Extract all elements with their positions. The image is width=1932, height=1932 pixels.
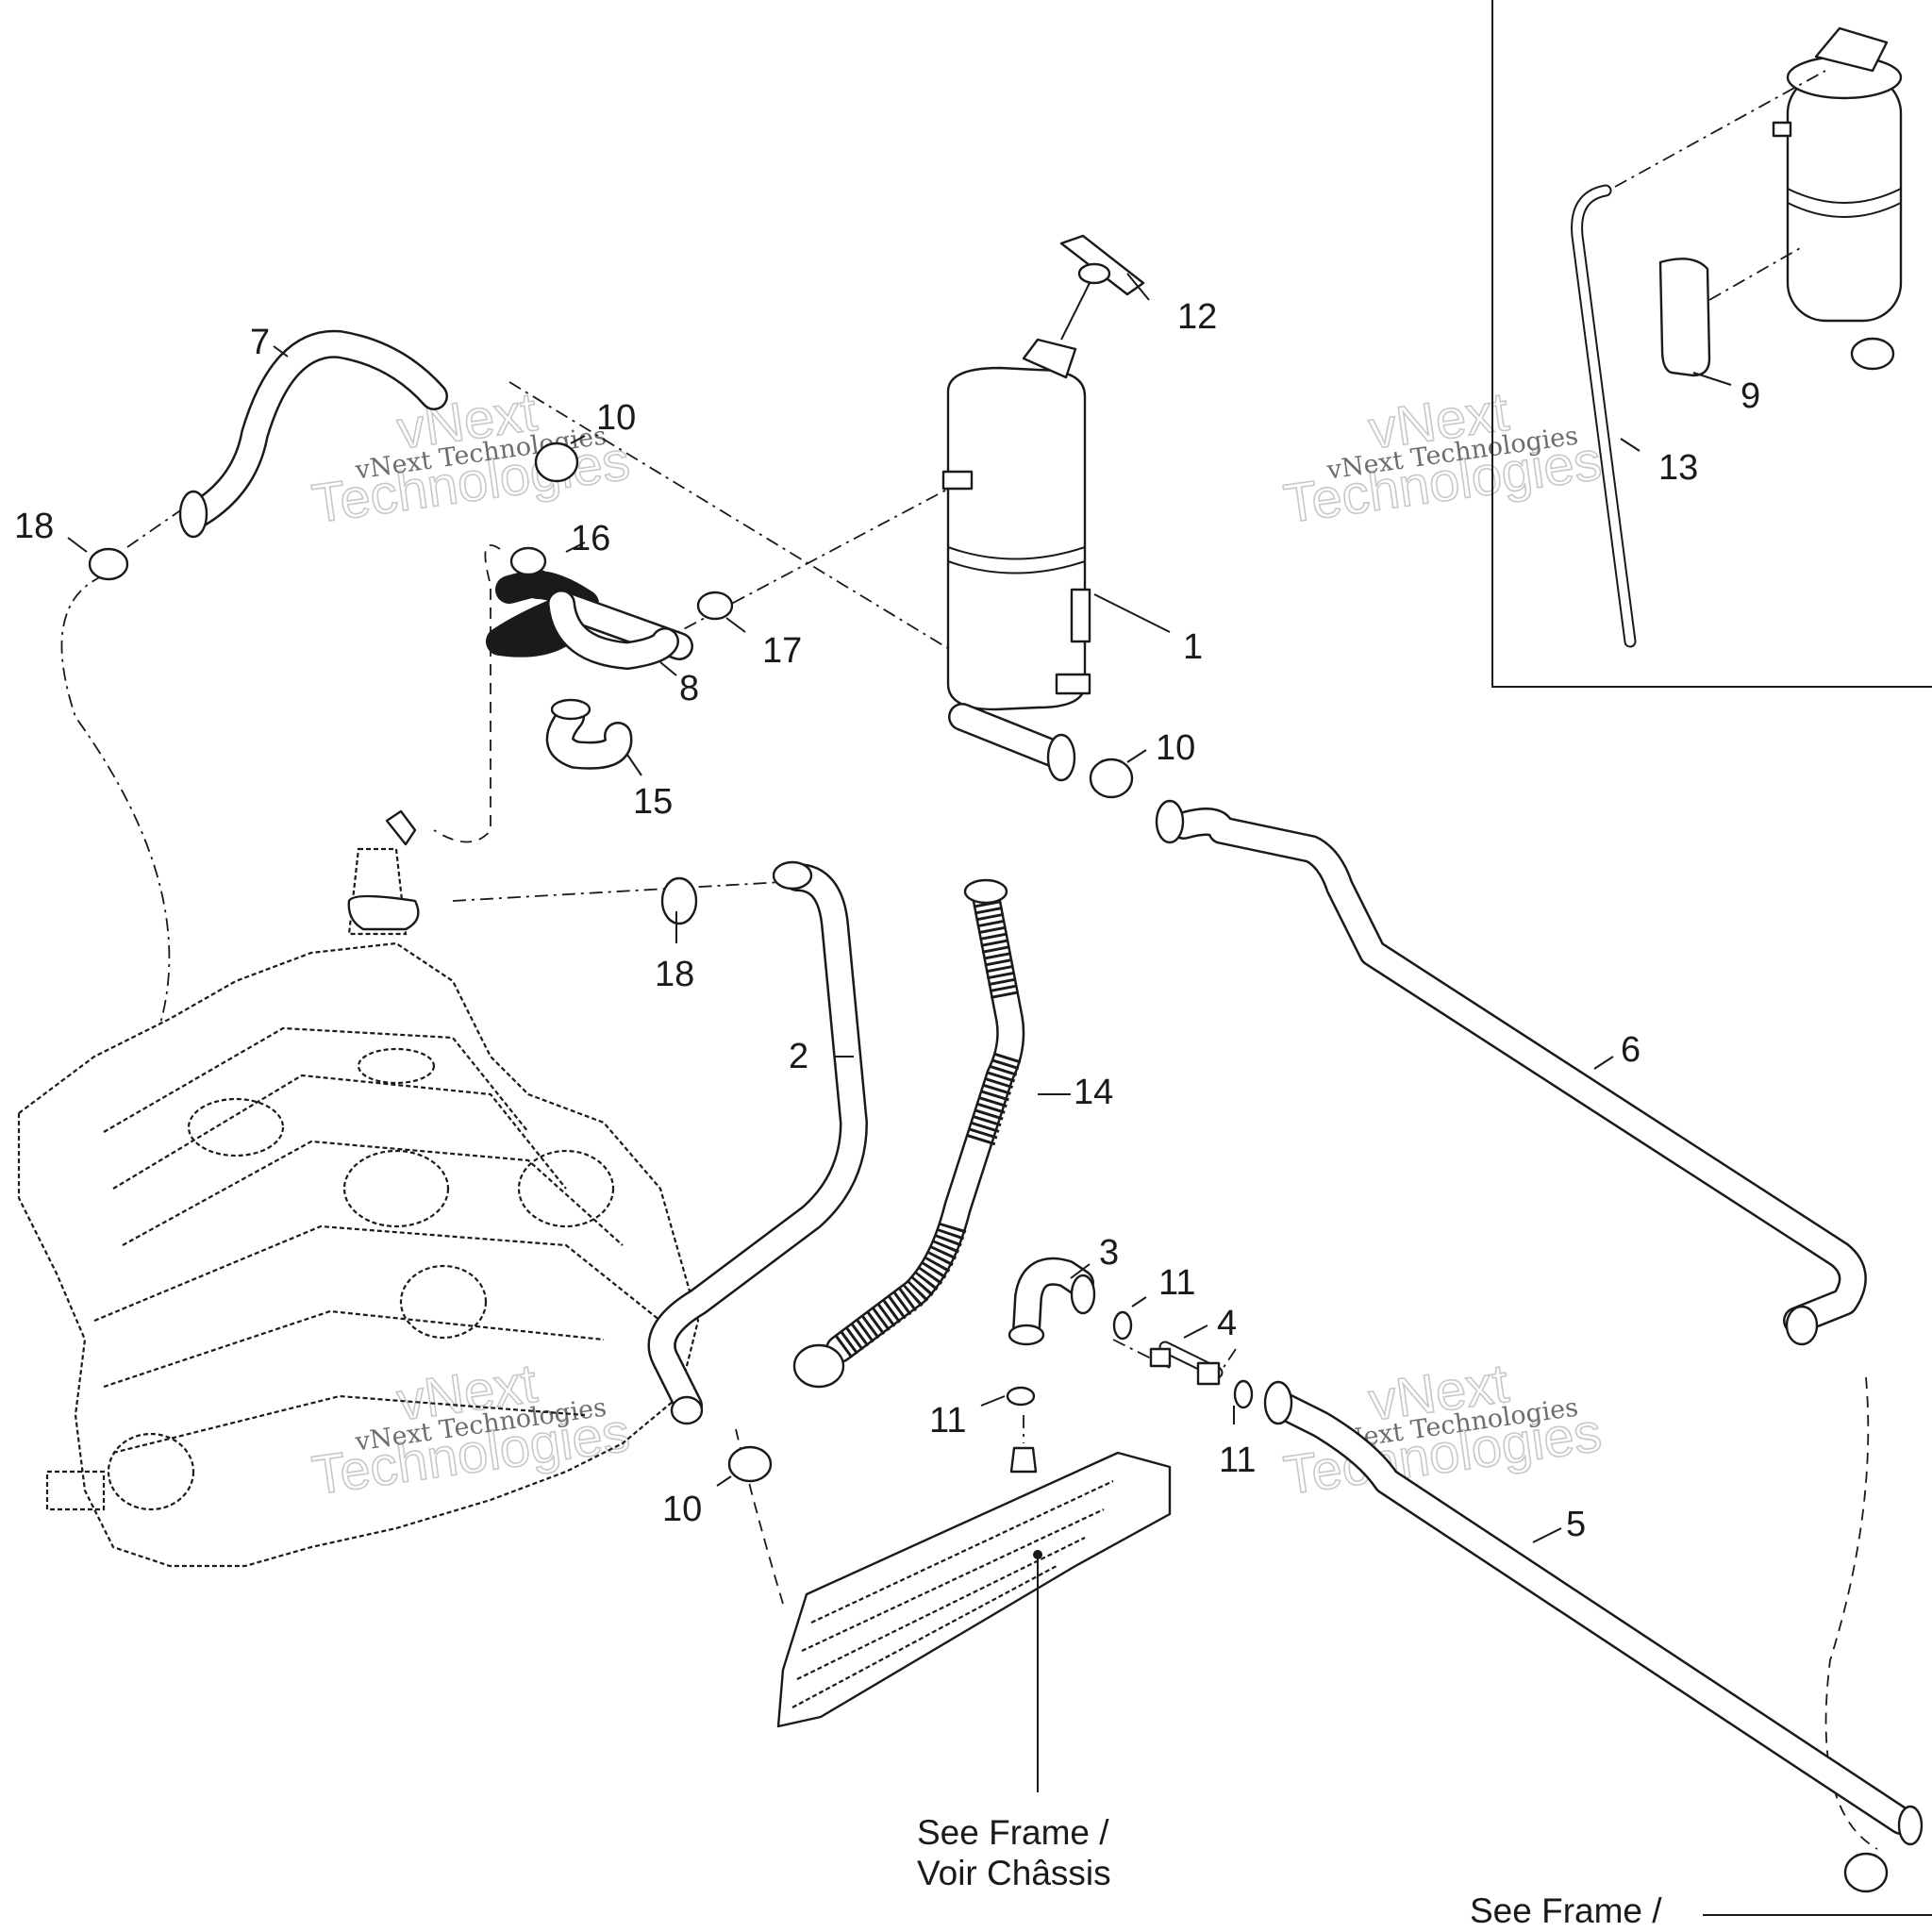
callout-labels: 1 2 3 4 5 6 7 8 9 10 10 10 11 11 11 12 1… <box>14 297 1760 1544</box>
callout-3: 3 <box>1099 1233 1119 1273</box>
radiator <box>776 1446 1172 1728</box>
engine-assembly <box>17 809 700 1568</box>
callout-9: 9 <box>1740 376 1760 416</box>
part-8-hose <box>486 569 693 670</box>
callout-10-mid: 10 <box>1156 728 1195 768</box>
part-5-hose <box>1263 1380 1924 1846</box>
callout-5: 5 <box>1566 1505 1586 1544</box>
callout-10-bottom: 10 <box>662 1490 702 1529</box>
callout-6: 6 <box>1621 1030 1641 1070</box>
clamps <box>88 441 1889 1893</box>
callout-18-mid: 18 <box>655 955 694 994</box>
part-9-pad <box>1658 258 1711 377</box>
part-7-upper-hose <box>178 329 448 539</box>
part-6-hose <box>1155 799 1867 1346</box>
callout-17: 17 <box>762 631 802 671</box>
part-15-hose <box>545 698 633 770</box>
part-2-hose <box>647 860 868 1425</box>
inset-coolant-tank <box>1772 26 1903 371</box>
callout-16: 16 <box>571 519 610 558</box>
frame-notes: See Frame / Voir Châssis See Frame / <box>917 1813 1662 1930</box>
part-12-cap <box>1059 234 1145 341</box>
callout-12: 12 <box>1177 297 1217 337</box>
part-3-elbow <box>1008 1257 1096 1346</box>
watermark-bottom-left: vNext Technologies vNext Technologies <box>308 1352 634 1507</box>
callout-15: 15 <box>633 782 673 822</box>
callout-13: 13 <box>1658 448 1698 488</box>
see-frame-note-line1: See Frame / <box>917 1813 1109 1852</box>
callout-1: 1 <box>1183 627 1203 667</box>
see-frame-note-bottom: See Frame / <box>1470 1891 1662 1930</box>
leader-lines <box>67 273 1932 1916</box>
part-13-overflow-tube <box>1571 184 1637 648</box>
see-frame-note-line2: Voir Châssis <box>917 1854 1111 1892</box>
callout-14: 14 <box>1074 1073 1113 1112</box>
callout-8: 8 <box>679 669 699 708</box>
part-14-corrugated-hose <box>792 878 1025 1389</box>
callout-7: 7 <box>250 323 270 362</box>
watermark-top-right: vNext Technologies vNext Technologies <box>1279 380 1606 536</box>
watermark-top-left: vNext Technologies vNext Technologies <box>308 380 634 536</box>
part-4-tee <box>1149 1341 1224 1386</box>
part-1-coolant-tank <box>941 338 1091 782</box>
callout-4: 4 <box>1217 1304 1237 1343</box>
callout-11-left: 11 <box>929 1401 966 1441</box>
callout-11-right: 11 <box>1219 1441 1256 1480</box>
inset-panel <box>1491 0 1932 688</box>
callout-10-top: 10 <box>596 398 636 438</box>
callout-18-left: 18 <box>14 507 54 546</box>
callout-2: 2 <box>789 1037 808 1076</box>
callout-11-upper: 11 <box>1158 1263 1195 1303</box>
clamps-11 <box>1006 1310 1254 1409</box>
